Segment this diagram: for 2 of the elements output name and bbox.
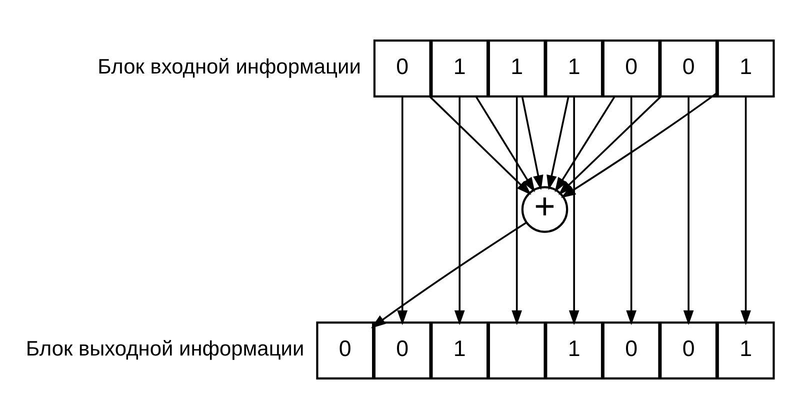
label: Блок выходной информации: [26, 336, 304, 360]
label: Блок входной информации: [98, 54, 361, 78]
